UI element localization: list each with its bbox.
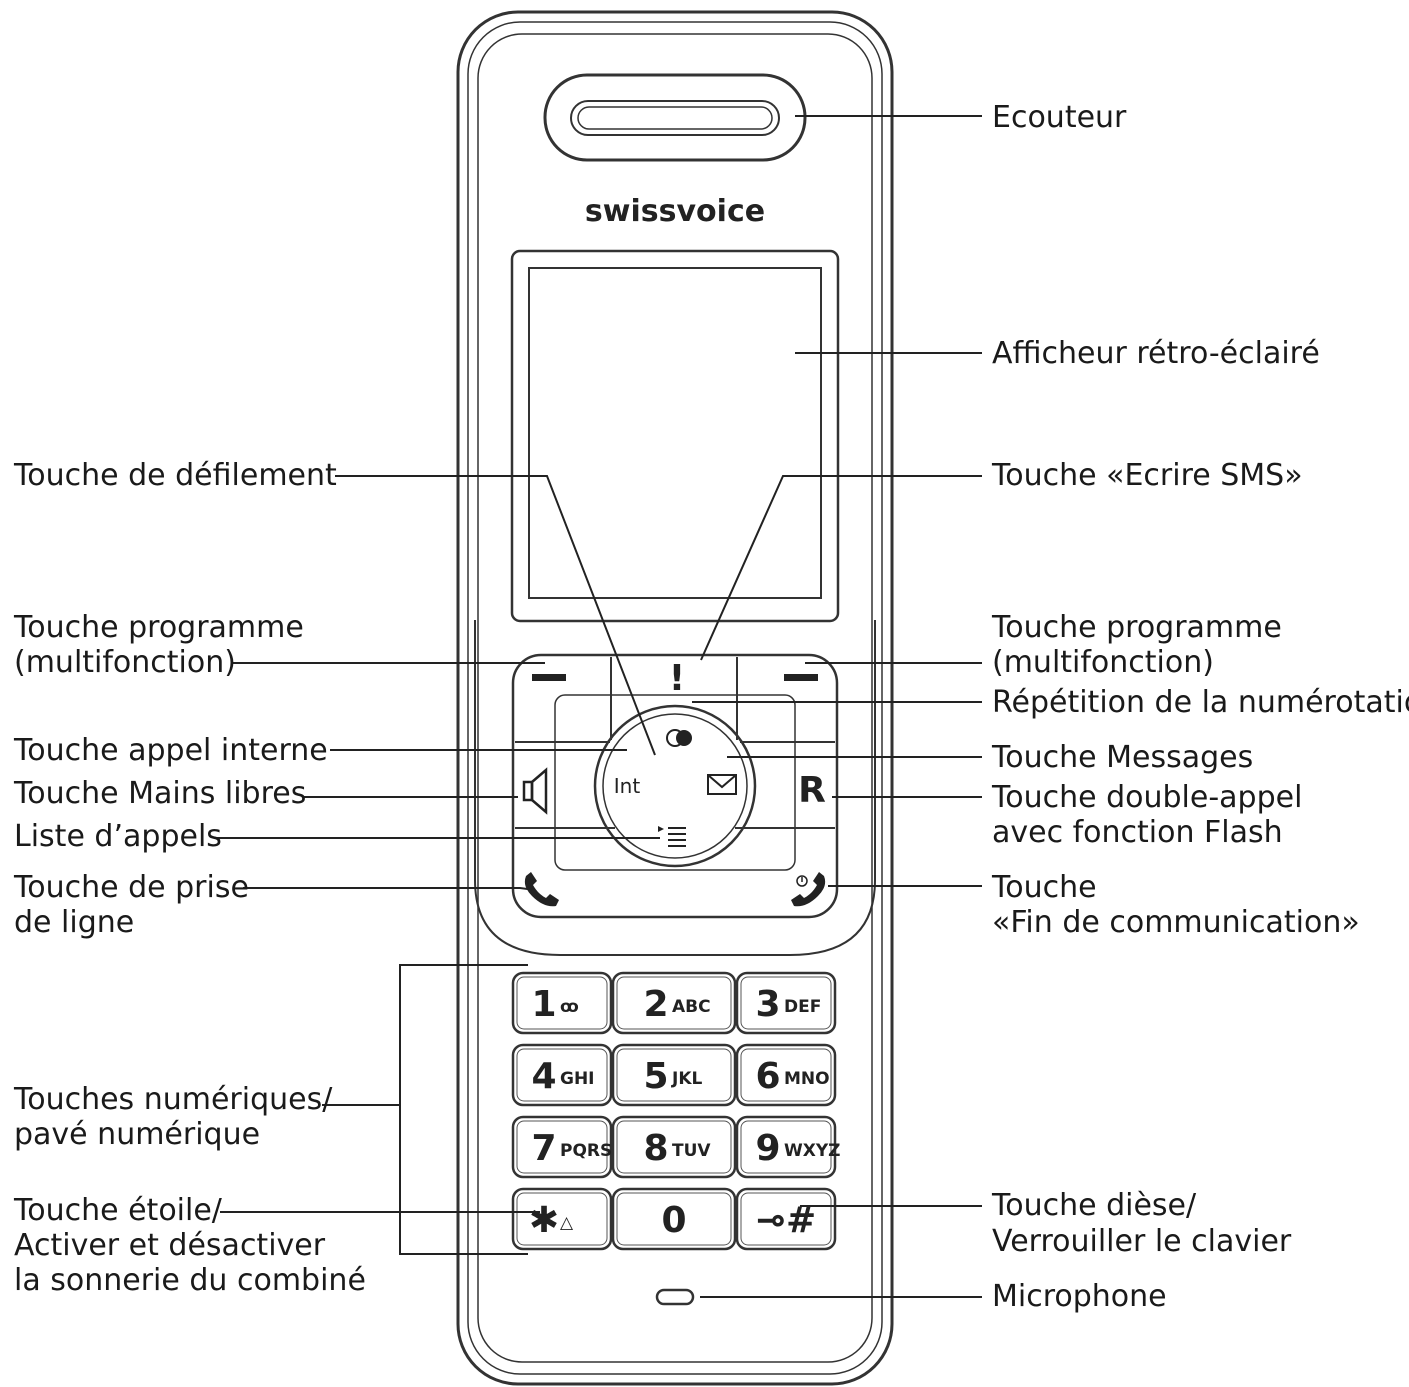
sms-key[interactable]: ! xyxy=(669,658,685,699)
soft-key-right[interactable] xyxy=(784,674,818,681)
label-prog-left-2: (multifonction) xyxy=(14,645,236,680)
key-digit: 0 xyxy=(661,1200,686,1241)
intercom-key[interactable]: Int xyxy=(614,774,641,798)
speaker-key[interactable] xyxy=(522,767,548,815)
navigation-panel xyxy=(474,620,876,956)
label-afficheur: Afficheur rétro-éclairé xyxy=(992,336,1320,371)
key-digit: 8 xyxy=(643,1128,668,1169)
soft-key-left[interactable] xyxy=(532,674,566,681)
key-letters: MNO xyxy=(784,1069,830,1089)
label-messages: Touche Messages xyxy=(991,740,1253,775)
brand-logo: swissvoice xyxy=(585,194,765,229)
key-letters: GHI xyxy=(560,1069,595,1089)
messages-key[interactable] xyxy=(707,774,737,795)
key-digit: 4 xyxy=(531,1056,556,1097)
phone-pickup-icon xyxy=(524,872,559,907)
label-numeriques-1: Touches numériques/ xyxy=(13,1082,333,1117)
label-mains-libres: Touche Mains libres xyxy=(13,776,306,811)
off-hook-key[interactable] xyxy=(524,872,559,907)
microphone-hole xyxy=(655,1288,695,1306)
key-digit: 7 xyxy=(531,1128,556,1169)
speaker-icon xyxy=(522,767,548,815)
int-label: Int xyxy=(614,774,641,798)
label-numeriques-2: pavé numérique xyxy=(14,1117,260,1152)
label-double-appel-1: Touche double-appel xyxy=(991,780,1302,815)
key-letters: ꝏ xyxy=(560,997,579,1017)
label-etoile-3: la sonnerie du combiné xyxy=(14,1263,366,1298)
handset-body xyxy=(456,10,894,1386)
label-diese-1: Touche dièse/ xyxy=(991,1188,1197,1223)
label-repetition: Répétition de la numérotation xyxy=(992,685,1409,720)
phone-hangup-icon xyxy=(791,872,826,907)
exclamation-icon: ! xyxy=(669,658,685,699)
label-prog-left-1: Touche programme xyxy=(13,610,304,645)
label-appel-interne: Touche appel interne xyxy=(13,733,328,768)
r-label: R xyxy=(798,770,826,811)
key-letters: JKL xyxy=(671,1069,702,1089)
key-letters: DEF xyxy=(784,997,821,1017)
envelope-icon xyxy=(707,774,737,795)
label-prog-right-1: Touche programme xyxy=(991,610,1282,645)
label-ecrire-sms: Touche «Ecrire SMS» xyxy=(991,458,1303,493)
label-microphone: Microphone xyxy=(992,1279,1167,1314)
key-letters: PQRS xyxy=(560,1141,612,1161)
label-etoile-1: Touche étoile/ xyxy=(13,1193,223,1228)
key-digit: 9 xyxy=(755,1128,780,1169)
label-etoile-2: Activer et désactiver xyxy=(14,1228,326,1263)
label-double-appel-2: avec fonction Flash xyxy=(992,815,1283,850)
label-ecouteur: Ecouteur xyxy=(992,100,1127,135)
earpiece xyxy=(543,73,807,162)
label-prise-ligne-2: de ligne xyxy=(14,905,134,940)
key-digit: ✱ xyxy=(529,1200,559,1241)
keypad-key[interactable]: ⊸# xyxy=(735,1187,837,1251)
key-digit: 2 xyxy=(643,984,668,1025)
label-liste-appels: Liste d’appels xyxy=(14,819,222,854)
key-letters: TUV xyxy=(672,1141,711,1161)
call-list-key[interactable] xyxy=(658,826,686,847)
key-digit: 5 xyxy=(643,1056,668,1097)
label-fin-comm-1: Touche xyxy=(991,870,1097,905)
end-call-key[interactable] xyxy=(791,872,826,907)
keypad-key[interactable]: ✱△ xyxy=(511,1187,613,1251)
label-diese-2: Verrouiller le clavier xyxy=(992,1224,1292,1259)
label-defilement: Touche de défilement xyxy=(13,458,337,493)
label-prog-right-2: (multifonction) xyxy=(992,645,1214,680)
leader-lines xyxy=(215,115,982,1298)
key-letters: ABC xyxy=(672,997,711,1017)
label-prise-ligne-1: Touche de prise xyxy=(13,870,249,905)
redial-key[interactable] xyxy=(666,729,692,747)
call-list-icon xyxy=(658,826,686,847)
display-screen xyxy=(510,249,840,623)
key-digit: 6 xyxy=(755,1056,780,1097)
flash-r-key[interactable]: R xyxy=(798,770,826,811)
keypad-key[interactable]: 0 xyxy=(611,1187,737,1251)
label-fin-comm-2: «Fin de communication» xyxy=(992,905,1360,940)
key-digit: 1 xyxy=(531,984,556,1025)
key-letters: △ xyxy=(560,1213,574,1233)
key-digit: 3 xyxy=(755,984,780,1025)
key-letters: WXYZ xyxy=(784,1141,841,1161)
